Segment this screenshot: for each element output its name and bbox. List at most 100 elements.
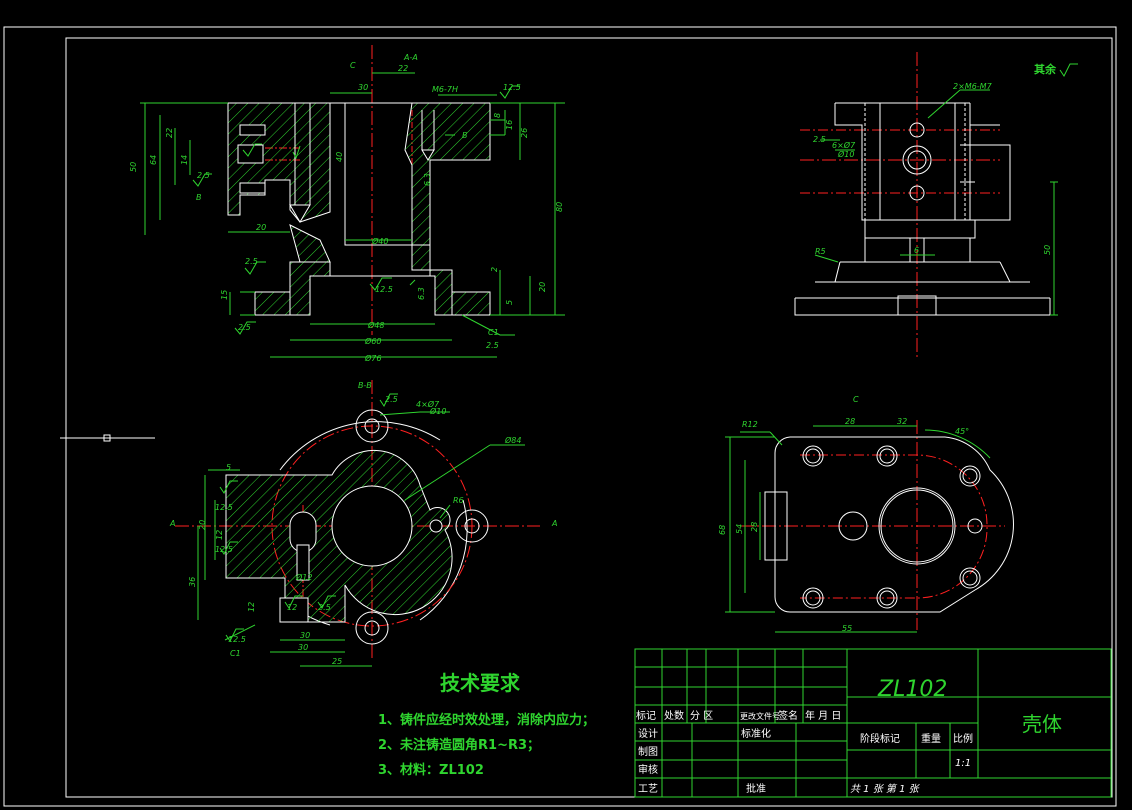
svg-text:2.5: 2.5: [385, 395, 398, 404]
svg-text:12.5: 12.5: [215, 545, 233, 554]
svg-text:30: 30: [358, 83, 368, 92]
svg-text:25: 25: [332, 657, 342, 666]
svg-text:Ø10: Ø10: [429, 406, 446, 416]
svg-text:16: 16: [505, 120, 514, 130]
svg-text:15: 15: [220, 290, 229, 300]
svg-text:Ø60: Ø60: [364, 336, 381, 346]
title-block: 标记 处数 分 区 更改文件号 签名 年 月 日 设计 制图 审核 工艺 标准化…: [634, 648, 1112, 798]
svg-text:20: 20: [256, 223, 266, 232]
svg-text:20: 20: [538, 282, 547, 292]
inner-border: [65, 37, 1113, 798]
svg-text:22: 22: [165, 128, 174, 138]
svg-text:55: 55: [842, 624, 852, 633]
svg-text:30: 30: [300, 631, 310, 640]
svg-text:12: 12: [287, 603, 297, 612]
tb-sheet-info: 共 1 张 第 1 张: [850, 783, 921, 795]
tb-row-process: 工艺: [638, 783, 658, 795]
svg-text:28: 28: [750, 522, 759, 532]
tech-requirement-item-2: 2、未注铸造圆角R1~R3；: [378, 737, 540, 753]
tb-header-mark: 标记: [636, 710, 656, 722]
svg-text:12: 12: [215, 530, 224, 540]
tech-requirement-item-1: 1、铸件应经时效处理，消除内应力；: [378, 712, 595, 728]
svg-text:12.5: 12.5: [228, 635, 246, 644]
svg-text:80: 80: [555, 202, 564, 212]
svg-text:32: 32: [897, 417, 907, 426]
svg-text:54: 54: [735, 524, 744, 534]
svg-text:64: 64: [149, 155, 158, 165]
svg-text:R6: R6: [453, 496, 464, 505]
tech-requirements: 技术要求 1、铸件应经时效处理，消除内应力； 2、未注铸造圆角R1~R3； 3、…: [378, 671, 595, 778]
svg-text:2.5: 2.5: [245, 257, 258, 266]
svg-text:M6-7H: M6-7H: [432, 85, 458, 94]
side-view: 2×M6-M7 6×Ø7 Ø10 2.5 R5 6 50 其余: [794, 52, 1078, 360]
svg-text:8: 8: [493, 113, 502, 118]
svg-text:C1: C1: [488, 328, 499, 337]
svg-text:2.5: 2.5: [813, 135, 826, 144]
tb-weight: 重量: [921, 732, 941, 745]
section-bb-label: B-B: [358, 381, 372, 390]
tb-header-count: 处数: [664, 709, 684, 722]
svg-text:36: 36: [188, 577, 197, 587]
tb-material-code: ZL102: [877, 677, 947, 702]
svg-text:12.5: 12.5: [215, 503, 233, 512]
svg-text:14: 14: [180, 155, 189, 165]
svg-text:50: 50: [129, 162, 138, 172]
tb-approve: 批准: [746, 782, 766, 795]
svg-text:R12: R12: [742, 420, 758, 429]
svg-text:20: 20: [198, 520, 207, 530]
tb-part-name: 壳体: [1022, 712, 1062, 736]
tb-scale-label: 比例: [953, 732, 973, 745]
svg-text:6×Ø7: 6×Ø7: [832, 140, 856, 150]
tb-standardize: 标准化: [741, 727, 771, 740]
svg-text:30: 30: [298, 643, 308, 652]
tb-header-zone: 分 区: [690, 710, 713, 722]
svg-text:50: 50: [1043, 245, 1052, 255]
tb-stage-mark: 阶段标记: [860, 732, 900, 745]
svg-text:6.3: 6.3: [417, 287, 426, 300]
section-bb-view: B-B 2.5 4×Ø7 Ø10 Ø84 R6 5 12.5 12.5 Ø12 …: [169, 380, 557, 667]
svg-text:5: 5: [505, 300, 514, 305]
tech-requirements-title: 技术要求: [440, 671, 521, 695]
svg-text:Ø40: Ø40: [371, 236, 388, 246]
roughness-note: 其余: [1034, 62, 1057, 76]
front-section-view: A-A C 22 30 M6-7H 12.5 B Ø40 Ø48 Ø60 Ø76…: [129, 45, 565, 363]
tech-requirement-item-3: 3、材料：ZL102: [378, 762, 484, 778]
cut-marker-a-right: A: [551, 519, 557, 528]
crosshair-cursor: [60, 434, 155, 442]
tb-row-design: 设计: [638, 727, 658, 740]
svg-text:2×M6-M7: 2×M6-M7: [953, 82, 993, 91]
svg-text:R5: R5: [815, 247, 826, 256]
tb-row-review: 审核: [638, 763, 658, 776]
outer-border: [3, 26, 1117, 807]
svg-text:12.5: 12.5: [375, 285, 393, 294]
svg-text:40: 40: [335, 152, 344, 162]
svg-text:2.5: 2.5: [318, 603, 331, 612]
svg-text:Ø12: Ø12: [295, 572, 312, 582]
svg-text:12: 12: [247, 602, 256, 612]
cut-marker-a-left: A: [169, 519, 175, 528]
tb-scale-value: 1:1: [955, 758, 971, 769]
svg-text:C1: C1: [230, 649, 241, 658]
svg-text:6.3: 6.3: [423, 173, 432, 186]
tb-header-date: 年 月 日: [805, 709, 841, 722]
tb-row-drawing: 制图: [638, 745, 658, 758]
tb-header-change-doc: 更改文件号: [740, 711, 780, 721]
section-aa-label: A-A: [403, 53, 418, 62]
view-c-label: C: [853, 395, 859, 404]
svg-text:Ø10: Ø10: [837, 149, 854, 159]
svg-text:2.5: 2.5: [486, 341, 499, 350]
svg-text:4×Ø7: 4×Ø7: [416, 399, 440, 409]
cut-marker-c-label: C: [350, 61, 356, 70]
svg-text:5: 5: [226, 463, 231, 472]
svg-text:Ø76: Ø76: [364, 353, 381, 363]
svg-text:22: 22: [398, 64, 408, 73]
cut-marker-b-label: B: [462, 131, 468, 140]
cut-marker-b-left: B: [196, 193, 202, 202]
svg-text:2: 2: [490, 267, 499, 272]
svg-text:2.5: 2.5: [238, 323, 251, 332]
svg-text:Ø48: Ø48: [367, 320, 384, 330]
view-c: C R12 28 32 45° 55 68 54 28: [718, 395, 1014, 633]
svg-text:6: 6: [914, 246, 919, 255]
tb-header-signature: 签名: [778, 709, 798, 722]
